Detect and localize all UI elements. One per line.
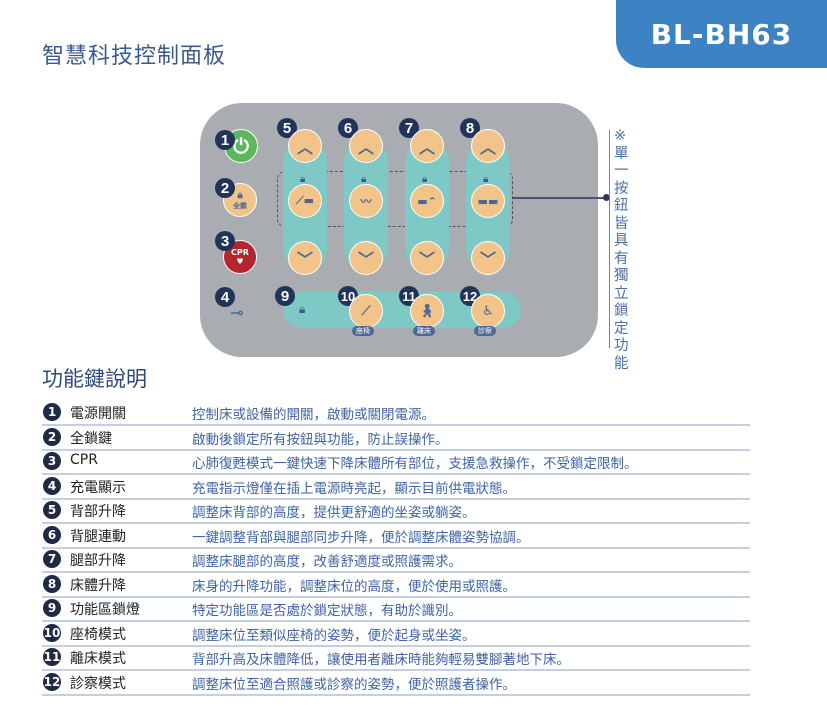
lock-indicator-icon: 🔒︎ (300, 174, 306, 185)
connector-dot (603, 194, 610, 201)
lock-note: ※單一按鈕皆具有獨立鎖定功能 (614, 128, 629, 372)
function-description: 調整床位至類似座椅的姿勢，便於起身或坐姿。 (192, 627, 476, 644)
row-number: 8 (43, 574, 61, 593)
mode-tag-11: 離床 (413, 326, 435, 336)
mode-button-10[interactable]: ⟋ (349, 294, 383, 328)
function-label: 全鎖鍵 (70, 430, 112, 447)
number-badge-1: 1 (215, 130, 235, 150)
charge-plug-icon: ⊸ (230, 303, 244, 322)
function-row: 4 充電顯示 充電指示燈僅在插上電源時亮起，顯示目前供電狀態。 (42, 474, 750, 500)
bed-position-icon: ⟋▬ (295, 194, 315, 207)
function-row: 10 座椅模式 調整床位至類似座椅的姿勢，便於起身或坐姿。 (42, 621, 750, 647)
number-badge-3: 3 (215, 231, 235, 251)
function-description: 啟動後鎖定所有按鈕與功能，防止誤操作。 (192, 431, 449, 448)
lock-group-outline (277, 171, 513, 227)
connector-line (513, 197, 607, 199)
lock-indicator-icon: 🔒︎ (422, 174, 428, 185)
row-number: 2 (43, 427, 61, 446)
function-description: 特定功能區是否處於鎖定狀態，有助於識別。 (192, 603, 462, 619)
up-button-6[interactable]: ︿ (349, 129, 383, 163)
function-description: 心肺復甦模式一鍵快速下降床體所有部位，支援急救操作，不受鎖定限制。 (192, 456, 638, 472)
function-row: 6 背腿連動 一鍵調整背部與腿部同步升降，便於調整床體姿勢協調。 (42, 523, 750, 549)
up-button-8[interactable]: ︿ (471, 129, 505, 163)
row-number: 6 (43, 525, 61, 544)
function-label: 診察模式 (70, 675, 126, 692)
function-lock-light-icon: 🔒︎ (299, 302, 306, 316)
function-description: 調整床腿部的高度，改善舒適度或照護需求。 (192, 554, 462, 570)
function-description: 充電指示燈僅在插上電源時亮起，顯示目前供電狀態。 (192, 480, 516, 497)
function-row: 8 床體升降 床身的升降功能，調整床位的高度，便於使用或照護。 (42, 572, 750, 598)
up-button-7[interactable]: ︿ (410, 129, 444, 163)
function-label: 電源開關 (70, 406, 126, 422)
section-title: 功能鍵說明 (42, 367, 147, 391)
lock-position-button-8[interactable]: ▬▬ (471, 184, 505, 218)
lock-icon: 🔒︎ (237, 189, 243, 201)
down-button-7[interactable]: ﹀ (410, 241, 444, 275)
mode-button-11[interactable]: 🚶︎ (410, 294, 444, 328)
note-divider (609, 130, 610, 348)
function-description: 床身的升降功能，調整床位的高度，便於使用或照護。 (192, 578, 516, 595)
cpr-label: CPR (231, 248, 249, 257)
function-row: 5 背部升降 調整床背部的高度，提供更舒適的坐姿或躺姿。 (42, 498, 750, 524)
lock-all-label: 全鎖 (233, 201, 247, 210)
bed-position-icon: ▬⌃ (417, 194, 437, 208)
function-description: 背部升高及床體降低，讓使用者離床時能夠輕易雙腳著地下床。 (192, 652, 570, 668)
row-number: 10 (43, 623, 61, 642)
function-row: 3 CPR 心肺復甦模式一鍵快速下降床體所有部位，支援急救操作，不受鎖定限制。 (42, 449, 750, 475)
function-description: 調整床位至適合照護或診察的姿勢，便於照護者操作。 (192, 676, 516, 693)
lock-indicator-icon: 🔒︎ (361, 174, 367, 185)
row-number: 3 (43, 452, 61, 470)
function-label: 背部升降 (70, 504, 126, 520)
row-number: 7 (43, 550, 61, 568)
page-title: 智慧科技控制面板 (42, 44, 227, 69)
function-row: 12 診察模式 調整床位至適合照護或診察的姿勢，便於照護者操作。 (42, 670, 750, 696)
function-label: 離床模式 (70, 651, 126, 667)
row-number: 1 (43, 403, 61, 421)
lock-position-button-6[interactable]: 〰 (349, 184, 383, 218)
function-description: 調整床背部的高度，提供更舒適的坐姿或躺姿。 (192, 505, 476, 521)
function-label: CPR (70, 452, 98, 468)
function-label: 腿部升降 (70, 553, 126, 569)
heart-icon: ♥ (236, 257, 244, 266)
function-label: 床體升降 (70, 577, 126, 594)
function-description: 一鍵調整背部與腿部同步升降，便於調整床體姿勢協調。 (192, 529, 530, 546)
number-badge-9: 9 (275, 286, 295, 306)
up-button-5[interactable]: ︿ (288, 129, 322, 163)
function-label: 座椅模式 (70, 626, 126, 643)
model-badge: BL-BH63 (616, 0, 827, 68)
mode-tag-10: 座椅 (352, 326, 374, 336)
function-label: 背腿連動 (70, 528, 126, 545)
row-number: 9 (43, 599, 61, 617)
function-row: 11 離床模式 背部升高及床體降低，讓使用者離床時能夠輕易雙腳著地下床。 (42, 645, 750, 671)
bed-position-icon: ▬▬ (477, 194, 499, 208)
function-row: 1 電源開關 控制床或設備的開關，啟動或關閉電源。 (42, 400, 750, 426)
mode-button-12[interactable]: ♿︎ (471, 294, 505, 328)
lock-position-button-5[interactable]: ⟋▬ (288, 184, 322, 218)
function-row: 2 全鎖鍵 啟動後鎖定所有按鈕與功能，防止誤操作。 (42, 425, 750, 451)
mode-tag-12: 診察 (474, 326, 496, 336)
lock-indicator-icon: 🔒︎ (483, 174, 489, 185)
row-number: 5 (43, 501, 61, 519)
bed-position-icon: 〰 (360, 195, 372, 208)
function-row: 9 功能區鎖燈 特定功能區是否處於鎖定狀態，有助於識別。 (42, 596, 750, 622)
function-description: 控制床或設備的開關，啟動或關閉電源。 (192, 407, 435, 423)
lock-position-button-7[interactable]: ▬⌃ (410, 184, 444, 218)
row-number: 4 (43, 476, 61, 495)
lock-all-button[interactable]: 🔒︎全鎖 (223, 183, 257, 217)
down-button-6[interactable]: ﹀ (349, 241, 383, 275)
number-badge-4: 4 (215, 287, 235, 307)
number-badge-2: 2 (215, 178, 235, 198)
function-row: 7 腿部升降 調整床腿部的高度，改善舒適度或照護需求。 (42, 547, 750, 573)
down-button-5[interactable]: ﹀ (288, 241, 322, 275)
down-button-8[interactable]: ﹀ (471, 241, 505, 275)
function-label: 充電顯示 (70, 479, 126, 496)
row-number: 11 (43, 648, 61, 666)
row-number: 12 (43, 672, 61, 691)
function-label: 功能區鎖燈 (70, 602, 140, 618)
